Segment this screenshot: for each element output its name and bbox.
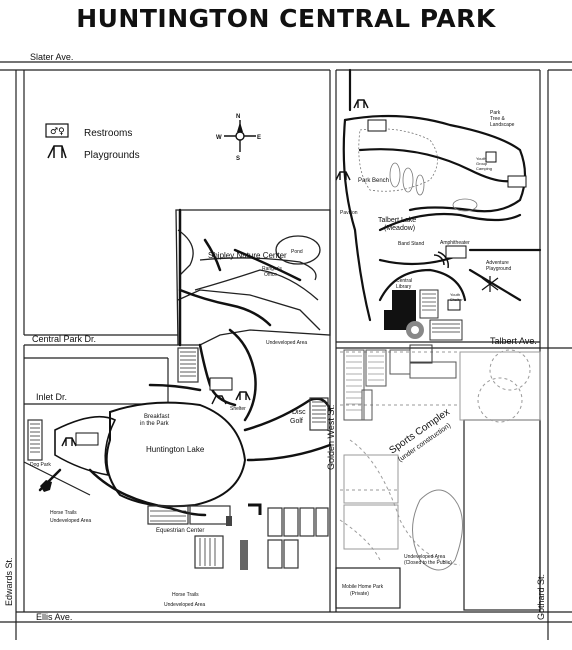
map-title: HUNTINGTON CENTRAL PARK	[76, 4, 496, 33]
street-ellis: Ellis Ave.	[36, 612, 72, 622]
label-youth-2: Group	[476, 161, 488, 166]
trails-west	[38, 208, 332, 517]
compass-s: S	[236, 156, 240, 162]
label-huntington-lake: Huntington Lake	[146, 445, 205, 454]
label-mobile-home-1: Mobile Home Park	[342, 584, 384, 590]
street-grid	[0, 61, 572, 640]
shipley-nature-center	[175, 209, 331, 346]
huntington-lake	[54, 401, 247, 508]
label-youth-shelter-1: Youth	[450, 292, 460, 297]
central-library	[384, 289, 463, 364]
restroom-icon	[75, 119, 527, 446]
label-horse-trails-3: Horse Trails	[172, 592, 199, 598]
street-gothard: Gothard St.	[536, 574, 546, 620]
dashed-paths	[339, 349, 540, 566]
parking-west	[27, 347, 329, 570]
label-park-tree-3: Landscape	[490, 122, 515, 128]
compass	[224, 120, 256, 152]
label-park-bench: Park Bench	[358, 178, 389, 184]
label-youth-shelter-2: Shelter	[450, 297, 463, 302]
label-talbert-lake-2: (Meadow)	[384, 225, 415, 232]
label-pond: Pond	[291, 249, 303, 255]
label-central-library-2: Library	[396, 284, 412, 290]
label-breakfast-2: in the Park	[140, 421, 170, 427]
street-inlet: Inlet Dr.	[36, 392, 67, 402]
legend-playgrounds-label: Playgrounds	[84, 150, 140, 161]
label-horse-trails-2: Undeveloped Area	[50, 518, 91, 524]
label-youth-3: Camping	[476, 166, 492, 171]
label-shelter: Shelter	[230, 406, 246, 412]
label-talbert-lake-1: Talbert Lake	[378, 217, 416, 224]
talbert-lake-area	[342, 68, 542, 322]
legend-restrooms-icon: ♂♀	[45, 123, 69, 138]
label-disc-2: Golf	[290, 418, 303, 425]
label-adventure-1: Adventure	[486, 260, 509, 266]
amphitheater-icon	[433, 251, 449, 269]
label-ranger-1: Ranger's	[262, 266, 282, 272]
label-shipley: Shipley Nature Center	[208, 251, 287, 260]
svg-text:♂♀: ♂♀	[50, 127, 65, 137]
label-park-tree-1: Park	[490, 110, 501, 116]
label-undeveloped: Undeveloped Area	[266, 340, 307, 346]
legend-restrooms-label: Restrooms	[84, 128, 132, 139]
label-dog-park: Dog Park	[30, 462, 51, 468]
label-adventure-2: Playground	[486, 266, 512, 272]
label-equestrian: Equestrian Center	[156, 528, 204, 534]
sports-complex-parking	[343, 349, 541, 571]
compass-w: W	[216, 135, 222, 141]
street-edwards: Edwards St.	[4, 557, 14, 606]
label-amphitheater: Amphitheater	[440, 240, 470, 246]
label-breakfast-1: Breakfast	[144, 414, 170, 420]
label-band-stand: Band Stand	[398, 241, 424, 247]
label-ranger-2: Office	[264, 272, 277, 278]
label-disc-1: Disc	[292, 409, 306, 416]
horse-icon	[40, 480, 52, 492]
label-park-tree-2: Tree &	[490, 116, 505, 122]
label-undeveloped-closed-1: Undeveloped Area	[404, 554, 445, 560]
talbert-lake-meadow	[358, 128, 478, 212]
label-youth-1: Youth	[476, 156, 486, 161]
playground-icon	[61, 99, 369, 447]
label-mobile-home-2: (Private)	[350, 591, 369, 597]
compass-e: E	[257, 135, 261, 141]
label-pavilion: Pavilion	[340, 210, 358, 216]
street-central-park: Central Park Dr.	[32, 334, 96, 344]
label-central-library-1: Central	[396, 278, 412, 284]
legend-playgrounds-icon	[47, 145, 67, 159]
label-undeveloped-closed-2: (Closed to the Public)	[404, 560, 452, 566]
compass-n: N	[236, 114, 240, 120]
street-talbert: Talbert Ave.	[490, 336, 537, 346]
adventure-playground-icon	[481, 276, 499, 292]
street-slater: Slater Ave.	[30, 52, 73, 62]
label-horse-trails-4: Undeveloped Area	[164, 602, 205, 608]
label-horse-trails-1: Horse Trails	[50, 510, 77, 516]
street-golden-west: Golden West St.	[326, 405, 336, 470]
